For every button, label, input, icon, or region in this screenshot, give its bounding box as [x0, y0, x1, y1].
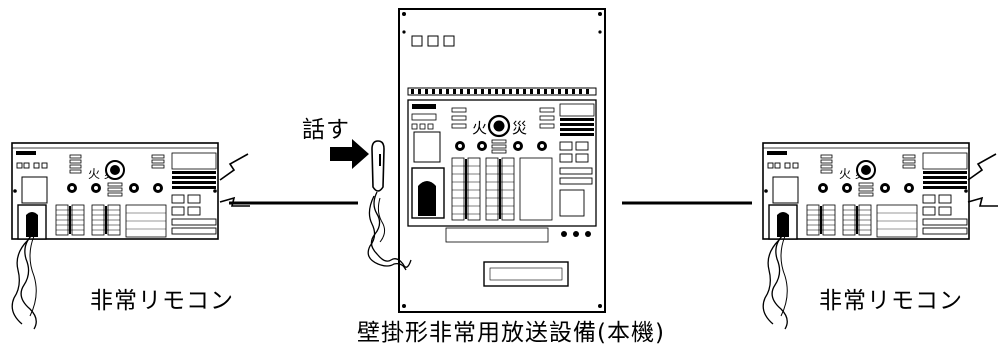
right-remote-label: 非常リモコン [819, 288, 963, 314]
left-remote-unit [11, 142, 219, 330]
left-remote-label: 非常リモコン [90, 288, 234, 314]
fire-char-right: 災 [512, 119, 527, 137]
right-remote-unit [762, 142, 970, 330]
fire-char-left: 火 [472, 119, 487, 137]
signal-burst-icon [219, 153, 251, 207]
main-unit-label: 壁掛形非常用放送設備(本機) [357, 320, 665, 346]
signal-burst-icon [967, 153, 999, 207]
microphone-icon [367, 140, 412, 271]
speech-arrow-icon [330, 139, 369, 169]
talk-label: 話す [302, 117, 350, 143]
main-unit-cabinet: 火 災 [398, 8, 606, 313]
